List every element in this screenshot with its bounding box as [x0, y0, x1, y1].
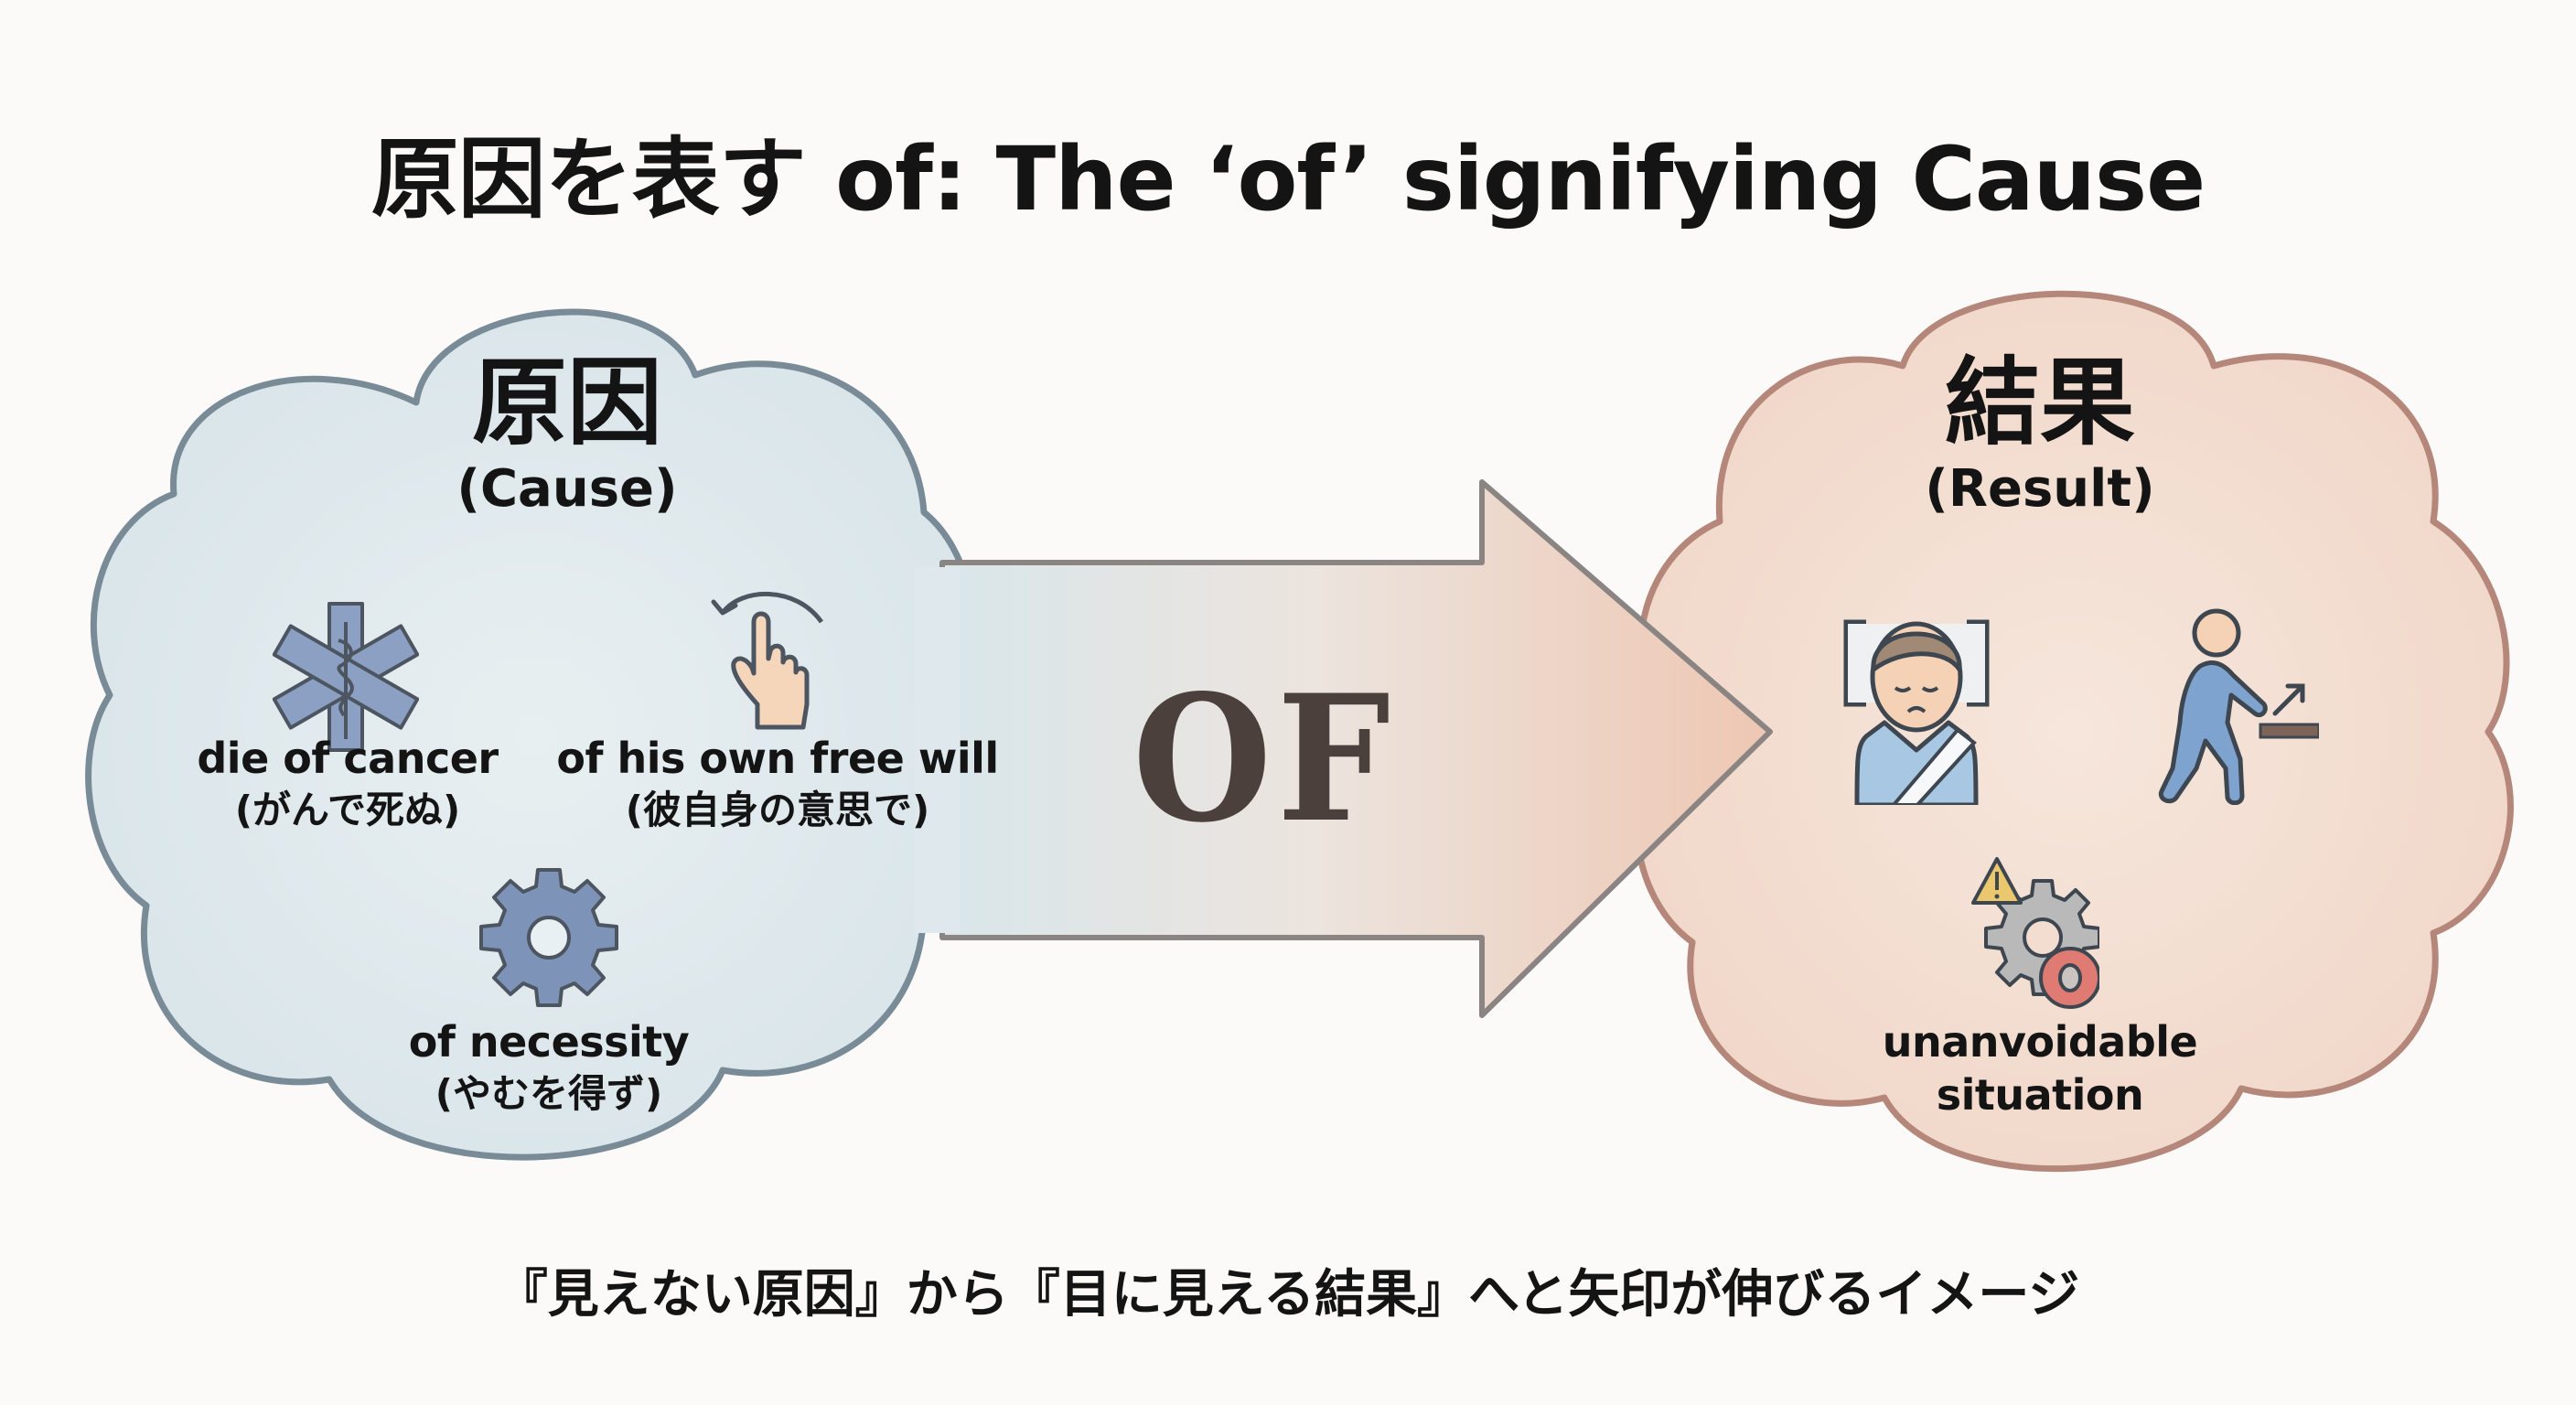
cause-heading-en: (Cause) [456, 459, 678, 519]
cause-to-result-arrow [915, 479, 1773, 1018]
item-en-line1: unanvoidable [1882, 1017, 2198, 1067]
cause-item-free-will: of his own free will (彼自身の意思で) [540, 732, 1015, 836]
item-en: of his own free will [556, 734, 999, 783]
item-jp: (がんで死ぬ) [234, 788, 461, 832]
cause-item-die-of-cancer: die of cancer (がんで死ぬ) [156, 732, 540, 836]
sick-person-in-bed-icon [1843, 619, 1990, 805]
item-jp: (やむを得ず) [435, 1071, 663, 1116]
result-heading-jp: 結果 [1944, 347, 2135, 458]
cause-cloud [85, 308, 983, 1161]
cause-heading-jp: 原因 [471, 347, 662, 458]
cause-heading: 原因 (Cause) [384, 348, 750, 521]
star-of-life-icon [273, 602, 419, 752]
item-en: die of cancer [197, 734, 499, 783]
result-item-unavoidable-situation: unanvoidable situation [1857, 1015, 2223, 1121]
page-title: 原因を表す of: The ‘of’ signifying Cause [370, 128, 2206, 231]
item-en: of necessity [408, 1017, 690, 1067]
pointing-hand-icon [711, 592, 824, 730]
result-heading: 結果 (Result) [1857, 348, 2223, 521]
cause-item-necessity: of necessity (やむを得ず) [348, 1015, 750, 1120]
warning-gear-icon [1971, 857, 2099, 1009]
item-jp: (彼自身の意思で) [625, 788, 930, 832]
gear-icon [479, 868, 618, 1007]
arrow-label: OF [1132, 657, 1396, 861]
person-leaving-icon [2158, 608, 2319, 805]
footer-caption: 『見えない原因』から『目に見える結果』へと矢印が伸びるイメージ [496, 1265, 2080, 1325]
item-en-line2: situation [1936, 1070, 2144, 1120]
result-heading-en: (Result) [1925, 459, 2155, 519]
